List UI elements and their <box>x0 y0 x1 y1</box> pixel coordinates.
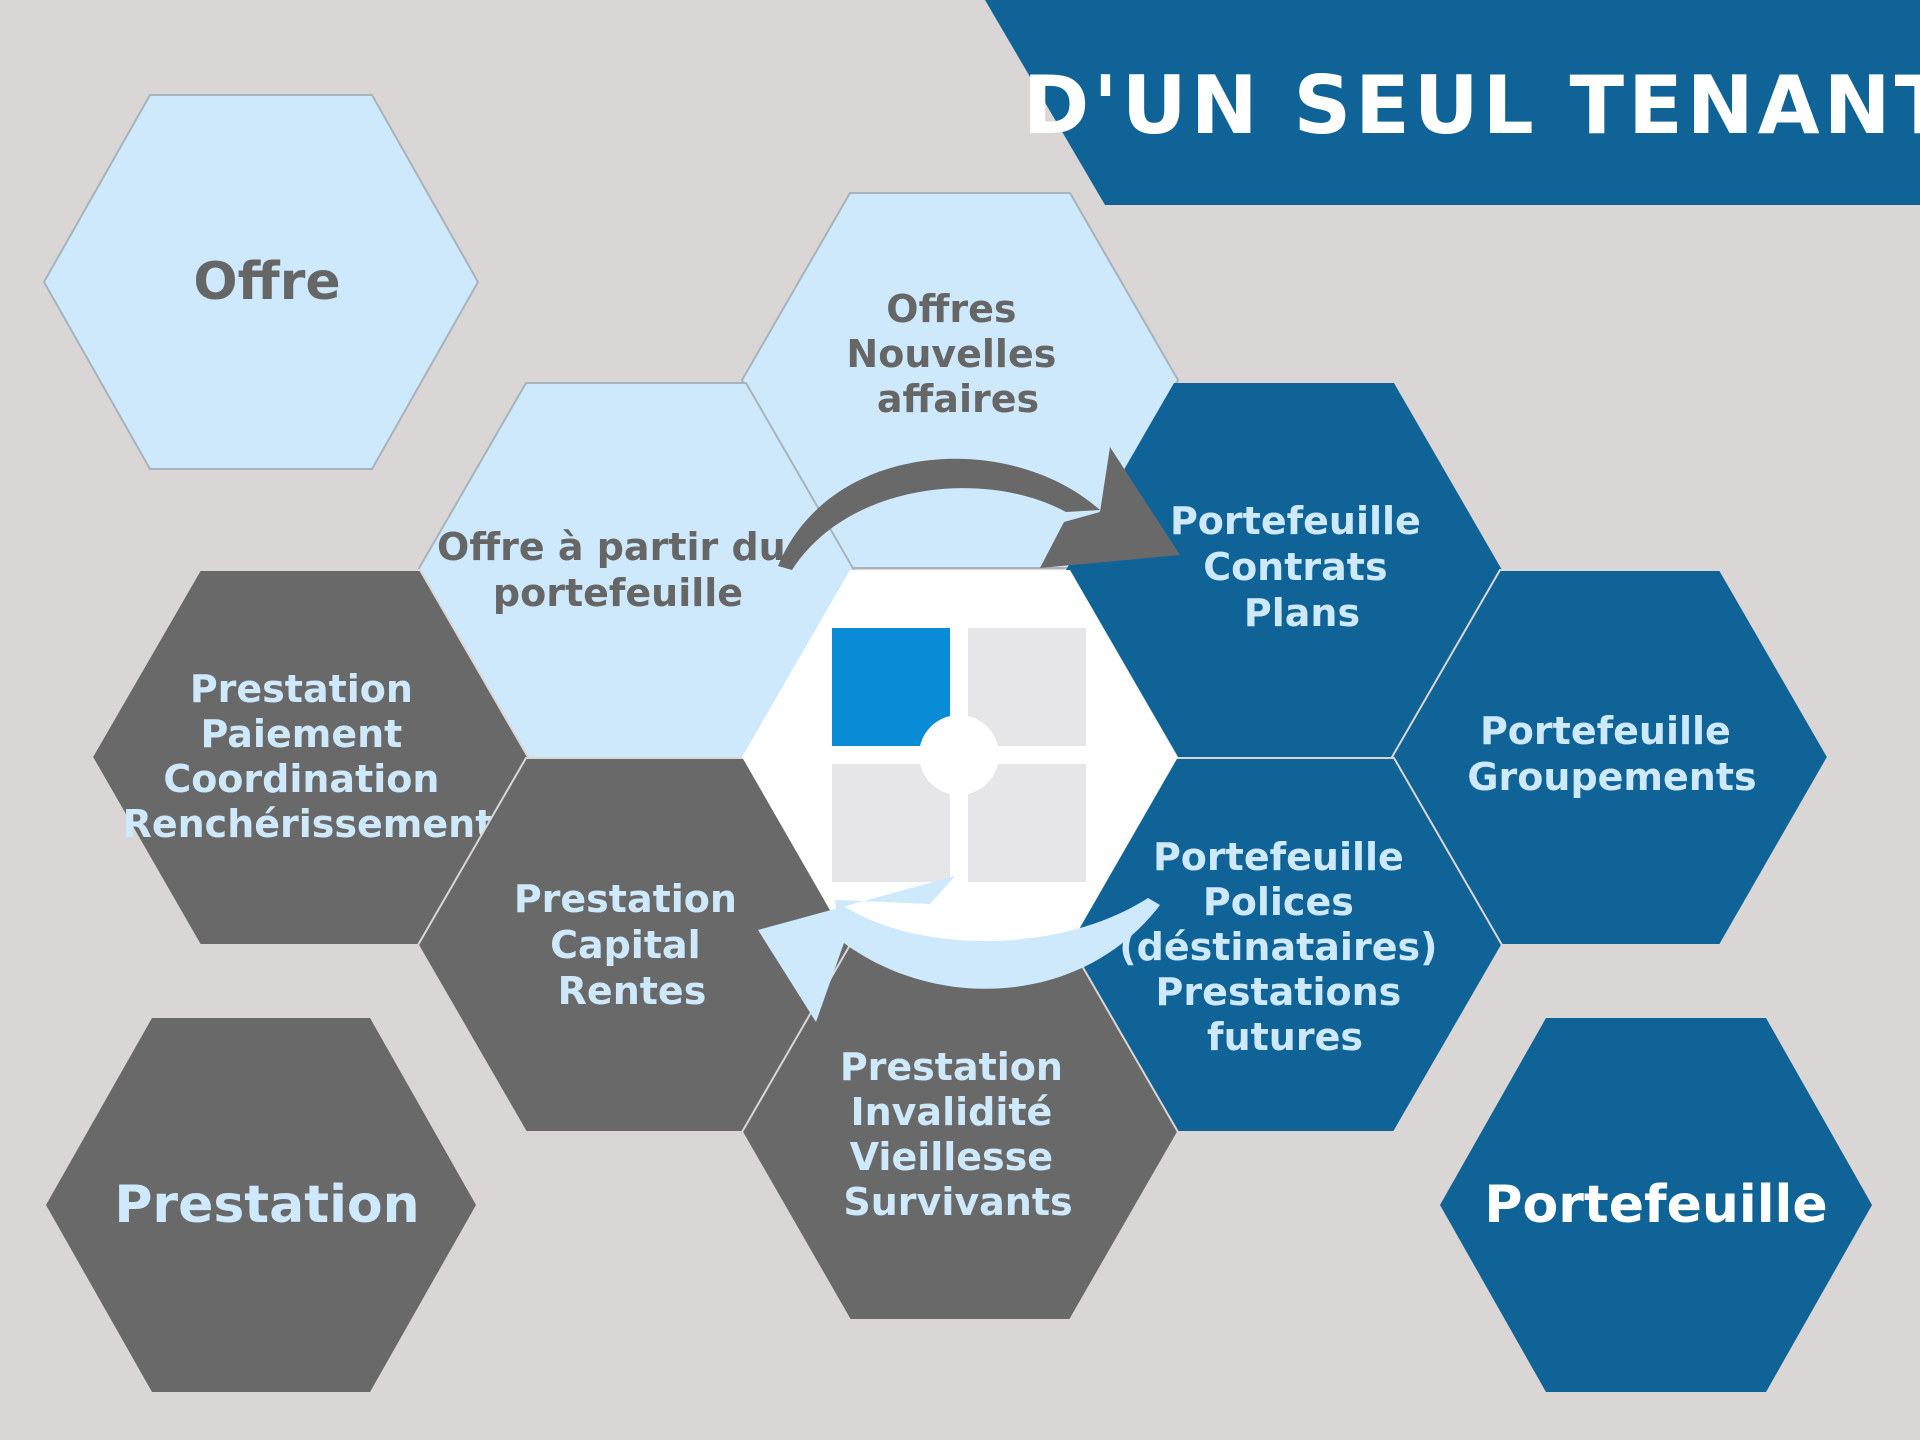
tile-top-left <box>832 628 950 746</box>
hex-offres-nouvelles-text: Offres Nouvelles affaires <box>846 287 1069 421</box>
tile-bottom-right <box>968 764 1086 882</box>
hex-portefeuille-polices-line-4: Prestations <box>1156 970 1402 1014</box>
hex-offres-nouvelles-line-2: Nouvelles <box>846 332 1056 376</box>
legend-portefeuille-hex <box>1440 1018 1872 1392</box>
hex-portefeuille-polices-line-3: (déstinataires) <box>1119 925 1437 969</box>
title-banner <box>985 0 1920 205</box>
hex-portefeuille-contrats-text: Portefeuille Contrats Plans <box>1170 499 1434 635</box>
hex-offre-portefeuille-text: Offre à partir du portefeuille <box>437 525 799 615</box>
tile-center-dot <box>919 715 999 795</box>
legend-offre-hex <box>42 94 480 470</box>
curved-arrow-right-icon <box>778 447 1180 570</box>
hex-prestation-invalidite-line-3: Vieillesse <box>850 1135 1053 1179</box>
hex-prestation-paiement-line-1: Prestation <box>190 667 413 711</box>
arrow-bottom-head <box>758 876 955 1022</box>
hex-offres-nouvelles-line-3: affaires <box>877 377 1039 421</box>
hex-portefeuille-polices-line-5: futures <box>1207 1015 1363 1059</box>
hex-prestation-paiement-line-4: Renchérissement <box>123 802 494 846</box>
hex-prestation-capital-line-2: Capital <box>550 923 701 967</box>
tile-bottom-left <box>832 764 950 882</box>
tile-top-right <box>968 628 1086 746</box>
legend-portefeuille-label: Portefeuille <box>1484 1175 1827 1235</box>
arrow-top-body <box>778 458 1100 570</box>
hex-portefeuille-contrats-line-2: Contrats <box>1203 545 1387 589</box>
hex-prestation-capital-text: Prestation Capital Rentes <box>514 877 750 1013</box>
hex-portefeuille-groupements-line-2: Groupements <box>1467 755 1756 799</box>
curved-arrow-left-icon <box>758 876 1160 1022</box>
hex-prestation-invalidite-line-2: Invalidité <box>850 1090 1052 1134</box>
hex-prestation-invalidite-line-4: Survivants <box>843 1180 1072 1224</box>
hex-portefeuille-contrats: Portefeuille Contrats Plans <box>1066 383 1502 758</box>
hex-prestation-paiement-line-2: Paiement <box>200 712 402 756</box>
hex-offres-nouvelles: Offres Nouvelles affaires <box>740 192 1180 569</box>
hex-prestation-paiement-text: Prestation Paiement Coordination Renchér… <box>123 667 494 846</box>
hex-portefeuille-polices-line-1: Portefeuille <box>1153 835 1404 879</box>
hex-prestation-capital-line-3: Rentes <box>558 969 707 1013</box>
hex-portefeuille-polices: Portefeuille Polices (déstinataires) Pre… <box>1064 757 1504 1133</box>
hex-prestation-invalidite-text: Prestation Invalidité Vieillesse Surviva… <box>840 1045 1076 1224</box>
legend-prestation: Prestation <box>46 1018 476 1392</box>
hex-portefeuille-polices-line-2: Polices <box>1203 880 1354 924</box>
hex-portefeuille-groupements: Portefeuille Groupements <box>1390 569 1830 946</box>
arrow-bottom-body <box>835 898 1160 989</box>
page-title: D'UN SEUL TENANT <box>1023 59 1920 152</box>
hex-prestation-invalidite: Prestation Invalidité Vieillesse Surviva… <box>740 944 1180 1321</box>
hex-prestation-capital: Prestation Capital Rentes <box>416 757 856 1133</box>
hex-prestation-paiement: Prestation Paiement Coordination Renchér… <box>90 569 530 946</box>
legend-prestation-label: Prestation <box>114 1175 419 1235</box>
hex-prestation-capital-line-1: Prestation <box>514 877 737 921</box>
hex-portefeuille-contrats-shape <box>1066 383 1502 758</box>
hex-portefeuille-groupements-text: Portefeuille Groupements <box>1467 709 1756 799</box>
hex-portefeuille-contrats-line-1: Portefeuille <box>1170 499 1421 543</box>
hex-portefeuille-polices-text: Portefeuille Polices (déstinataires) Pre… <box>1119 835 1450 1059</box>
tile-grid-icon <box>832 628 1086 882</box>
arrow-top-head <box>1040 447 1180 568</box>
hex-offre-portefeuille-line-2: portefeuille <box>493 571 743 615</box>
hex-prestation-invalidite-line-1: Prestation <box>840 1045 1063 1089</box>
legend-offre: Offre <box>42 94 480 470</box>
hex-offres-nouvelles-line-1: Offres <box>886 287 1016 331</box>
legend-prestation-hex <box>46 1018 476 1392</box>
legend-portefeuille: Portefeuille <box>1440 1018 1872 1392</box>
hex-portefeuille-contrats-line-3: Plans <box>1244 591 1360 635</box>
hex-prestation-paiement-line-3: Coordination <box>163 757 439 801</box>
hex-offre-portefeuille-line-1: Offre à partir du <box>437 525 786 569</box>
hex-portefeuille-groupements-line-1: Portefeuille <box>1480 709 1731 753</box>
legend-offre-label: Offre <box>193 252 340 312</box>
center-hub <box>742 570 1178 945</box>
